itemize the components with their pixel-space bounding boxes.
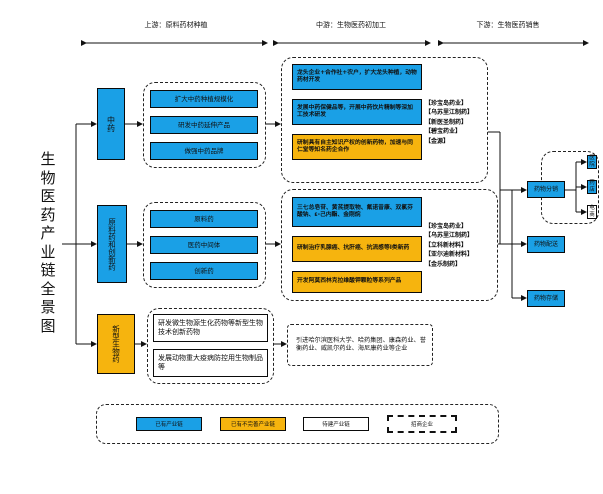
legend-recruit-label: 招商企业 [410, 422, 433, 428]
channel-hospital: 医院 [587, 155, 597, 169]
title-char: 图 [40, 316, 56, 335]
midstream-item: 开发阿莫西林克拉维酸钾颗粒等系列产品 [292, 271, 422, 293]
legend-recruit: 招商企业 [387, 415, 457, 433]
api-company-list: 【珍宝岛药业】 【乌苏里江制药】 【立科新材料】 【亚尔迪新材料】 【金乐制药】 [425, 222, 497, 269]
company-name: 【金乐制药】 [425, 260, 462, 268]
stage-midstream-label: 中游：生物医药初加工 [316, 21, 386, 29]
upstream-item: 做强中药品牌 [150, 142, 258, 160]
upstream-item: 发展动物重大疫病防控用生物制品等 [153, 349, 268, 377]
title-char: 生 [40, 150, 56, 168]
company-name: 【碧宝药业】 [425, 128, 462, 136]
tcm-company-list: 【珍宝岛药业】 【乌苏里江制药】 【新医圣制药】 【碧宝药业】 【金源】 [425, 99, 487, 146]
legend-existing: 已有产业链 [136, 417, 202, 431]
upstream-item: 扩大中药种植规模化 [150, 90, 258, 108]
title-char: 全 [40, 279, 56, 298]
company-name: 【珍宝岛药业】 [425, 100, 468, 107]
category-novel: 新型生物药 [97, 314, 135, 374]
title-char: 链 [40, 261, 56, 279]
category-api: 原料药和创新药 [97, 205, 127, 283]
upstream-item: 医药中间体 [150, 236, 258, 254]
company-name: 【乌苏里江制药】 [425, 232, 474, 240]
midstream-item: 研制具有自主知识产权的创新药物，加速与同仁堂等知名药企合作 [292, 134, 422, 160]
company-name: 【立科新材料】 [425, 241, 468, 249]
category-tcm: 中药 [97, 88, 125, 160]
upstream-item: 原料药 [150, 210, 258, 228]
distribution-box: 药物分销 [527, 181, 565, 198]
title-char: 药 [40, 205, 56, 224]
logistics-box: 药物配送 [527, 236, 565, 253]
midstream-item: 三七总皂苷、黄芪提取物、氟诺昔康、双氯芬酸钠、ε-己内酯、金刚烷 [292, 197, 422, 227]
upstream-group-tcm [143, 82, 266, 168]
company-name: 【乌苏里江制药】 [425, 109, 474, 117]
stage-upstream-label: 上游：原料药材种植 [144, 21, 208, 29]
title-char: 业 [40, 242, 56, 261]
upstream-item: 创新药 [150, 262, 258, 280]
legend-planned: 待建产业链 [303, 417, 369, 431]
title-char: 物 [40, 168, 56, 187]
midstream-item: 龙头企业+合作社+农户，扩大龙头种植，动物药材开发 [292, 64, 422, 90]
main-title: 生 物 医 药 产 业 链 全 景 图 [38, 150, 58, 335]
upstream-item: 研发微生物源生化药物等新型生物技术创新药物 [153, 314, 268, 342]
title-char: 医 [40, 187, 56, 205]
title-char: 景 [40, 298, 56, 316]
upstream-group-novel [147, 308, 274, 384]
company-name: 【亚尔迪新材料】 [425, 251, 474, 259]
channel-ecommerce: 电商 [587, 205, 597, 219]
upstream-group-api [143, 202, 266, 288]
midstream-group-tcm [281, 57, 488, 183]
company-name: 【珍宝岛药业】 [425, 223, 468, 230]
midstream-item: 发展中药保健品等，开展中药饮片精制等深加工技术研发 [292, 99, 422, 125]
midstream-group-api [281, 189, 498, 301]
legend-incomplete: 已有不完善产业链 [220, 417, 286, 431]
legend-panel [96, 404, 499, 444]
upstream-item: 研发中药延伸产品 [150, 116, 258, 134]
midstream-item: 引进哈尔滨医科大学、哈药集团、康森药业、誉衡药业、威凯尔药业、海尼康药业等企业 [296, 337, 426, 352]
midstream-item: 研制治疗乳腺癌、抗肝癌、抗流感等I类新药 [292, 236, 422, 262]
company-name: 【金源】 [425, 137, 450, 145]
midstream-group-novel [287, 324, 433, 366]
channel-pharmacy: 药店 [587, 180, 597, 194]
storage-box: 药物存储 [527, 290, 565, 307]
stage-downstream-label: 下游：生物医药销售 [476, 21, 540, 29]
company-name: 【新医圣制药】 [425, 118, 468, 126]
title-char: 产 [40, 224, 56, 242]
